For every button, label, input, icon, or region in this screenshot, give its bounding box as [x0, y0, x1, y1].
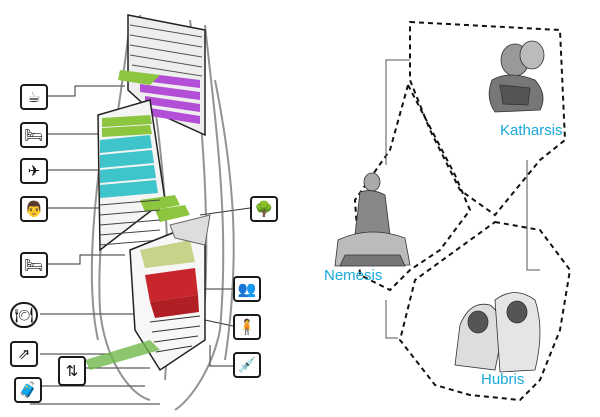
escalator-icon: ⇗: [10, 341, 38, 367]
couple-icon: 👥: [233, 276, 261, 302]
tree-icon: 🌳: [250, 196, 278, 222]
katharsis-label: Katharsis: [500, 122, 563, 139]
cup-icon: ☕: [20, 84, 48, 110]
middle-section: [97, 99, 190, 252]
hubris-region: [398, 220, 572, 402]
elevator-icon: ⇅: [58, 356, 86, 386]
crouching-figure-icon: 🧍: [233, 314, 261, 340]
luggage-icon: 🧳: [14, 377, 42, 403]
bed-icon: 🛏: [20, 122, 48, 148]
connector-lines: [30, 85, 251, 405]
nemesis-label: Nemesis: [324, 267, 383, 284]
nemesis-region: [353, 82, 472, 292]
hubris-figures: [454, 292, 541, 373]
katharsis-region: [409, 20, 567, 217]
plane-icon: ✈: [20, 158, 48, 184]
hubris-label: Hubris: [481, 371, 525, 388]
chef-icon: 👨: [20, 196, 48, 222]
lower-section: [85, 214, 211, 372]
syringe-icon: 💉: [233, 352, 261, 378]
katharsis-figure: [488, 40, 545, 113]
plate-icon: 🍽: [10, 302, 38, 328]
bed-icon-2: 🛏: [20, 252, 48, 278]
nemesis-figure: [334, 172, 411, 267]
